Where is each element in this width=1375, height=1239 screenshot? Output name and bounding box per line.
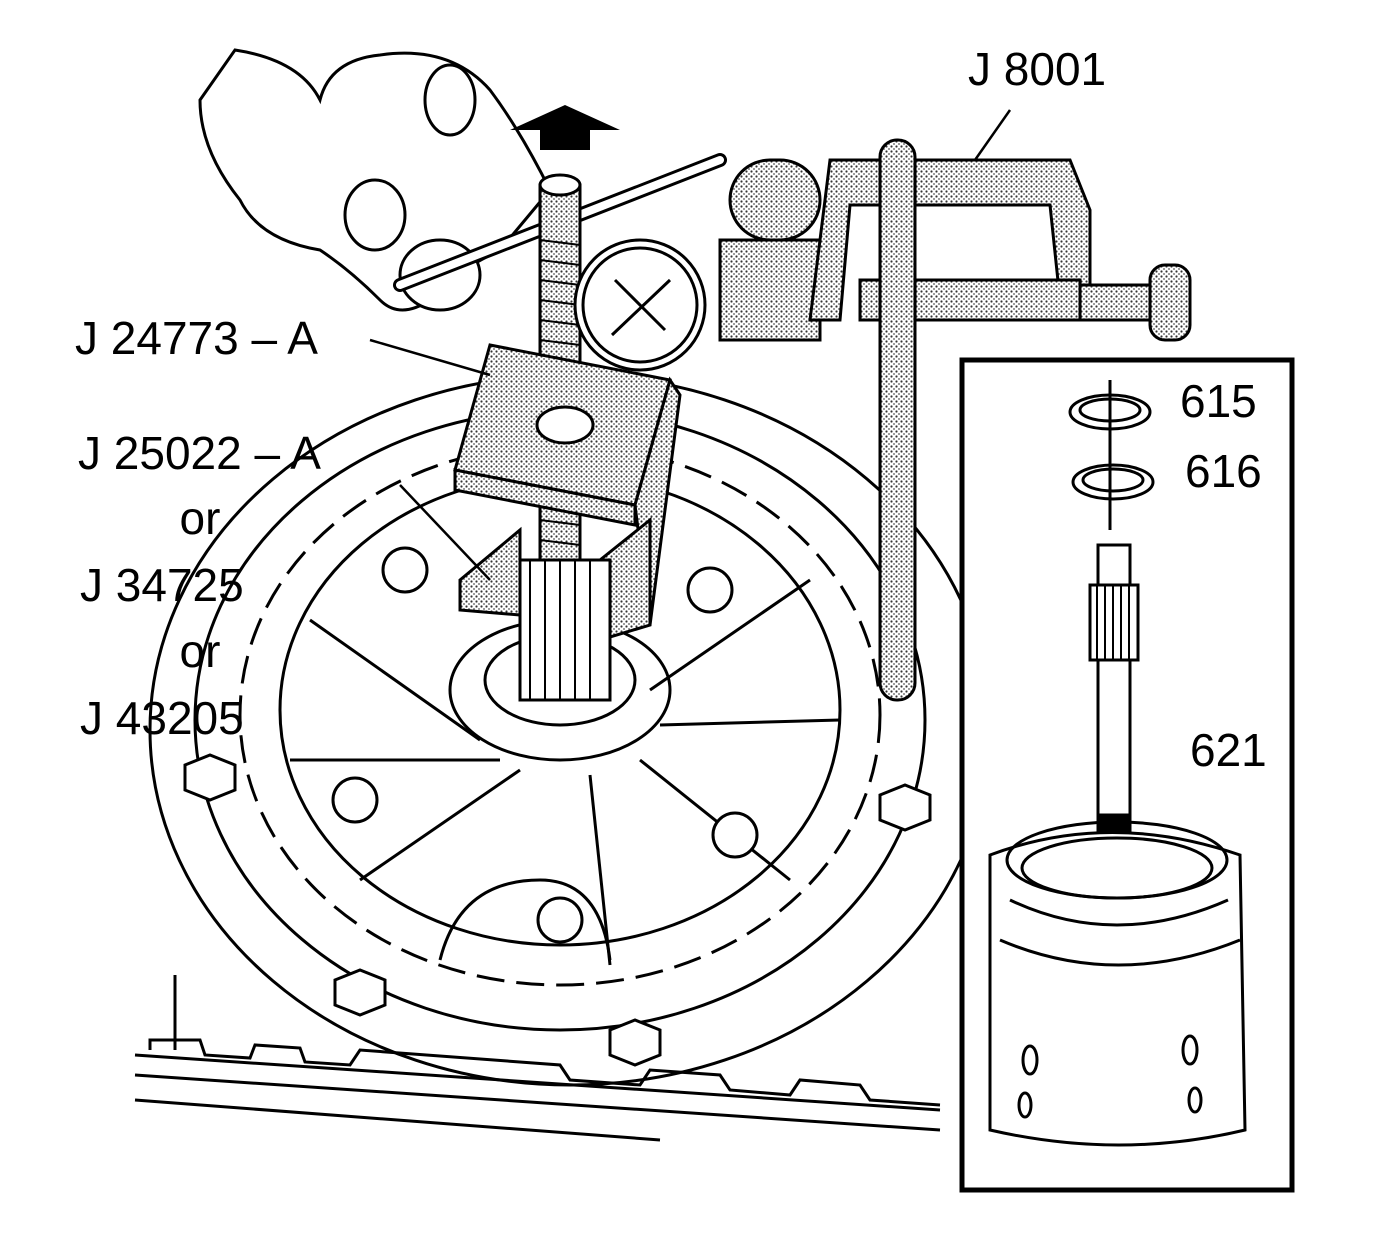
j8001-clamp <box>728 138 1192 702</box>
arrow-up-icon <box>510 105 620 150</box>
puller-adapter <box>458 516 652 702</box>
housing-bolts <box>183 546 932 1067</box>
dial-indicator-icon <box>573 238 822 372</box>
label-j8001: J 8001 <box>968 43 1107 95</box>
base-rails <box>134 975 941 1142</box>
label-or-1: or <box>179 492 221 544</box>
puller-plate <box>453 343 682 626</box>
label-j25022: J 25022 – A <box>78 427 321 479</box>
label-j34725: J 34725 <box>80 559 244 611</box>
label-j24773: J 24773 – A <box>75 312 318 364</box>
label-part-616: 616 <box>1185 445 1262 497</box>
label-j43205: J 43205 <box>80 692 244 744</box>
label-part-615: 615 <box>1180 375 1257 427</box>
label-or-2: or <box>179 625 221 677</box>
technician-hand <box>198 48 552 312</box>
inset-parts <box>988 380 1247 1147</box>
label-part-621: 621 <box>1190 724 1267 776</box>
